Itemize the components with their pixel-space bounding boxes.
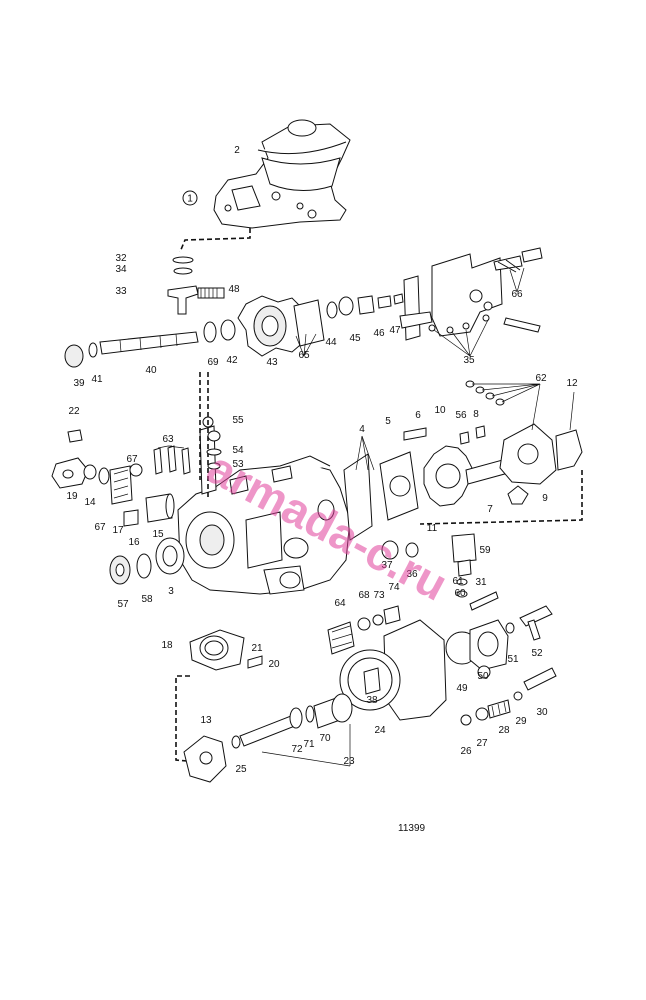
cover-dashed-link bbox=[179, 228, 251, 253]
part-label-50: 50 bbox=[477, 671, 489, 682]
part-label-14: 14 bbox=[84, 497, 96, 508]
part-label-67: 67 bbox=[94, 522, 106, 533]
part-label-41: 41 bbox=[91, 374, 103, 385]
part-label-18: 18 bbox=[161, 640, 173, 651]
part-label-64: 64 bbox=[334, 598, 346, 609]
group-marker-circle bbox=[182, 190, 198, 206]
part-label-31: 31 bbox=[475, 577, 487, 588]
part-label-45: 45 bbox=[349, 333, 361, 344]
part-label-24: 24 bbox=[374, 725, 386, 736]
part-label-62: 62 bbox=[535, 373, 547, 384]
part-label-59: 59 bbox=[479, 545, 491, 556]
bottom-shaft-group bbox=[183, 693, 353, 783]
part-label-25: 25 bbox=[235, 764, 247, 775]
lower-assembly bbox=[327, 605, 553, 721]
part-label-51: 51 bbox=[507, 654, 519, 665]
part-label-40: 40 bbox=[145, 365, 157, 376]
left-side-parts bbox=[51, 429, 191, 527]
part-label-11: 11 bbox=[427, 523, 438, 534]
right-small-parts-26-30 bbox=[460, 667, 557, 726]
lever-assembly-drawing bbox=[399, 247, 543, 357]
part-label-9: 9 bbox=[542, 493, 548, 504]
shaft-40-group bbox=[64, 331, 199, 368]
part-label-38: 38 bbox=[366, 695, 378, 706]
part-label-43: 43 bbox=[266, 357, 278, 368]
small-parts-32-34-33-48 bbox=[167, 256, 225, 315]
part-label-44: 44 bbox=[325, 337, 337, 348]
part-label-73: 73 bbox=[373, 590, 385, 601]
part-label-39: 39 bbox=[73, 378, 85, 389]
small-parts-55-54-53 bbox=[206, 430, 222, 470]
part-label-10: 10 bbox=[434, 405, 446, 416]
part-label-37: 37 bbox=[381, 560, 393, 571]
part-label-16: 16 bbox=[128, 537, 140, 548]
part-label-3: 3 bbox=[168, 586, 174, 597]
part-label-33: 33 bbox=[115, 286, 127, 297]
part-label-8: 8 bbox=[473, 409, 479, 420]
part-label-5: 5 bbox=[385, 416, 391, 427]
part-label-6: 6 bbox=[415, 410, 421, 421]
part-label-74: 74 bbox=[388, 582, 400, 593]
part-label-2: 2 bbox=[234, 145, 240, 156]
part-label-58: 58 bbox=[141, 594, 153, 605]
part-label-68: 68 bbox=[358, 590, 370, 601]
part-label-29: 29 bbox=[515, 716, 527, 727]
part-label-34: 34 bbox=[115, 264, 127, 275]
part-label-49: 49 bbox=[456, 683, 468, 694]
part-label-60: 60 bbox=[454, 588, 466, 599]
part-label-57: 57 bbox=[117, 599, 129, 610]
part-label-23: 23 bbox=[343, 756, 355, 767]
part-label-27: 27 bbox=[476, 738, 488, 749]
seals-57-58-3 bbox=[109, 537, 185, 585]
part-label-67: 67 bbox=[126, 454, 138, 465]
part-label-53: 53 bbox=[232, 459, 244, 470]
part-label-26: 26 bbox=[460, 746, 472, 757]
part-label-30: 30 bbox=[536, 707, 548, 718]
part-label-12: 12 bbox=[566, 378, 578, 389]
part-label-20: 20 bbox=[268, 659, 280, 670]
part-label-52: 52 bbox=[531, 648, 543, 659]
part-label-21: 21 bbox=[251, 643, 263, 654]
main-pump-body bbox=[177, 416, 351, 595]
gear-and-shaft-row bbox=[203, 293, 404, 357]
part-label-55: 55 bbox=[232, 415, 244, 426]
part-label-71: 71 bbox=[303, 739, 315, 750]
part-label-32: 32 bbox=[115, 253, 127, 264]
part-label-61: 61 bbox=[452, 576, 464, 587]
drive-dashed-link bbox=[419, 470, 583, 525]
part-label-42: 42 bbox=[226, 355, 238, 366]
flange-18-21-20 bbox=[189, 629, 263, 671]
part-label-35: 35 bbox=[463, 355, 475, 366]
part-label-15: 15 bbox=[152, 529, 164, 540]
part-label-48: 48 bbox=[228, 284, 240, 295]
part-label-72: 72 bbox=[291, 744, 303, 755]
right-drive-group bbox=[343, 380, 583, 541]
group-marker-number: 1 bbox=[187, 194, 193, 205]
drawing-number: 11399 bbox=[398, 823, 426, 834]
part-label-19: 19 bbox=[66, 491, 78, 502]
part-label-36: 36 bbox=[406, 569, 418, 580]
part-label-56: 56 bbox=[455, 410, 467, 421]
governor-cover-drawing bbox=[213, 119, 351, 229]
part-label-47: 47 bbox=[389, 325, 401, 336]
part-label-70: 70 bbox=[319, 733, 331, 744]
part-label-4: 4 bbox=[359, 424, 365, 435]
part-label-63: 63 bbox=[162, 434, 174, 445]
small-parts-37-36-59 bbox=[381, 533, 499, 611]
part-label-46: 46 bbox=[373, 328, 385, 339]
part-label-54: 54 bbox=[232, 445, 244, 456]
part-label-22: 22 bbox=[68, 406, 80, 417]
part-label-66: 66 bbox=[511, 289, 523, 300]
part-label-28: 28 bbox=[498, 725, 510, 736]
part-label-69: 69 bbox=[207, 357, 219, 368]
part-label-17: 17 bbox=[112, 525, 124, 536]
flange-dashed-link bbox=[175, 675, 199, 763]
part-label-13: 13 bbox=[200, 715, 212, 726]
part-label-65: 65 bbox=[298, 350, 310, 361]
part-label-7: 7 bbox=[487, 504, 493, 515]
